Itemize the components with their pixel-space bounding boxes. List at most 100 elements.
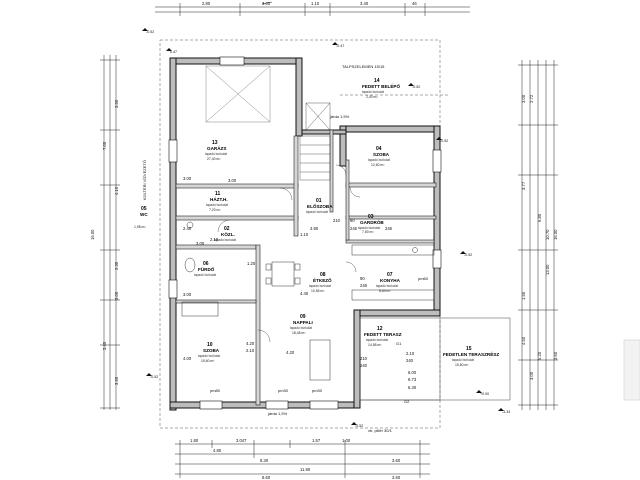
svg-text:14: 14: [374, 78, 380, 84]
svg-text:tapadó burkolat: tapadó burkolat: [362, 90, 384, 94]
svg-text:tapadó burkolat: tapadó burkolat: [306, 210, 328, 214]
room-konyha: 07 KONYHA tapadó burkolat 8,64 m²: [376, 272, 401, 293]
svg-text:11: 11: [215, 191, 221, 197]
dim-top-1: 2.80: [202, 1, 211, 6]
svg-text:09: 09: [300, 314, 306, 320]
garage-void: [205, 65, 271, 123]
inner-dim: 4.20: [246, 341, 255, 346]
inner-dim: 6.73: [408, 377, 417, 382]
inner-dim: 246: [385, 226, 393, 231]
viewer-side-panel[interactable]: [623, 339, 640, 401]
inner-dim: 246: [350, 226, 358, 231]
svg-text:18,48 m²: 18,48 m²: [292, 331, 306, 335]
dim-left-6: 3.00: [114, 291, 119, 300]
dim-bottom-1: 1.80: [190, 438, 199, 443]
svg-text:10: 10: [207, 342, 213, 348]
label-talpszelemen: TALPSZELEMEN 15/15: [342, 64, 385, 69]
dim-right-6: 16.00: [553, 229, 558, 240]
dim-bottom-7: 3.60: [392, 458, 401, 463]
level-marker: -3.34: [502, 410, 510, 414]
dim-left-7: 3.45: [102, 341, 107, 350]
dining-table: [265, 261, 301, 287]
dim-bottom-9: 8.60: [262, 475, 271, 480]
room-garazs: 13 GARÁZS tapadó burkolat 27,40 m²: [205, 140, 227, 161]
room-gardrob: 03 GARDRÓB tapadó burkolat 7,50 m²: [358, 214, 384, 234]
sofa: [309, 339, 331, 381]
inner-dim: 3.00: [196, 241, 205, 246]
level-marker: -0.52: [440, 139, 448, 143]
dim-right-10: 3.00: [529, 371, 534, 380]
inner-dim: 4.20: [286, 350, 295, 355]
svg-text:12: 12: [377, 326, 383, 332]
dim-top-3: 1.10: [311, 1, 320, 6]
dim-bottom-3: 1.57: [312, 438, 321, 443]
svg-text:NAPPALI: NAPPALI: [293, 320, 313, 325]
room-nappali: 09 NAPPALI tapadó burkolat 18,48 m²: [290, 314, 313, 335]
svg-text:07: 07: [387, 272, 393, 278]
svg-text:HÁZT.H.: HÁZT.H.: [210, 196, 228, 202]
inner-dim: 210: [333, 218, 341, 223]
svg-text:02: 02: [224, 226, 230, 232]
dim-right-7: 13.00: [545, 264, 550, 275]
svg-text:01: 01: [316, 198, 322, 204]
svg-text:ÉTKEZŐ: ÉTKEZŐ: [313, 276, 332, 283]
room-haztartas: 11 HÁZT.H. tapadó burkolat 7,20 m²: [206, 191, 228, 212]
inner-dim: 6.40: [408, 385, 417, 390]
door-swings: [217, 164, 361, 343]
dim-top-4: 3.40: [360, 1, 369, 6]
level-marker: -0.47: [336, 44, 344, 48]
window-openings: [168, 56, 442, 410]
svg-text:15,60 m²: 15,60 m²: [455, 363, 469, 367]
foundation-outline: [159, 39, 441, 429]
level-marker: -0.52: [464, 253, 472, 257]
svg-text:04: 04: [376, 146, 382, 152]
svg-text:FEDETLEN TERASZRÉSZ: FEDETLEN TERASZRÉSZ: [443, 350, 499, 357]
room-eloszoba: 01 ELŐSZOBA tapadó burkolat: [306, 198, 333, 214]
svg-text:08: 08: [320, 272, 326, 278]
inner-dim: 2.10: [406, 351, 415, 356]
inner-dim: 6.00: [408, 370, 417, 375]
dim-right-11: 5.20: [537, 351, 542, 360]
inner-dim: 246: [360, 283, 368, 288]
label-pm80: pm80: [210, 388, 221, 393]
inner-dim: 1.10: [300, 232, 309, 237]
dim-top-2: 3.00: [262, 1, 271, 6]
svg-text:1,98 m²: 1,98 m²: [134, 225, 146, 229]
terrace-outline: [359, 317, 511, 401]
label-jarda-bottom: járda 1,5%: [267, 411, 288, 416]
inner-dim: 210: [360, 356, 368, 361]
label-vb-piller: vb. pillér 30/1: [368, 428, 393, 433]
dim-right-12: 3.60: [553, 351, 558, 360]
inner-dim: 240: [360, 363, 368, 368]
room-fedetlen-teraszresz: 15 FEDETLEN TERASZRÉSZ tapadó burkolat 1…: [443, 346, 499, 367]
inner-dim: 3.00: [183, 292, 192, 297]
svg-text:tapadó burkolat: tapadó burkolat: [194, 273, 216, 277]
stair-area: [299, 102, 331, 181]
label-jarda-top: járda 1,5%: [329, 114, 350, 119]
svg-text:FEDETT TERASZ: FEDETT TERASZ: [364, 332, 402, 337]
dim-right-8: 1.55: [521, 291, 526, 300]
svg-text:13: 13: [212, 140, 218, 146]
svg-text:tapadó burkolat: tapadó burkolat: [452, 358, 474, 362]
dim-left-1: 3.50: [114, 99, 119, 108]
svg-text:tapadó burkolat: tapadó burkolat: [206, 203, 228, 207]
svg-text:tapadó burkolat: tapadó burkolat: [376, 284, 398, 288]
room-etkezo: 08 ÉTKEZŐ tapadó burkolat 10,56 m²: [309, 272, 332, 293]
dim-right-1: 3.00: [521, 94, 526, 103]
svg-text:12,60 m²: 12,60 m²: [371, 163, 385, 167]
inner-dim: 4.40: [300, 291, 309, 296]
inner-dim: 3.90: [310, 226, 319, 231]
dim-bottom-10: 3.60: [392, 475, 401, 480]
dim-left-4: 16.00: [90, 229, 95, 240]
dimensions-bottom: [175, 440, 430, 478]
label-pm30-b: pm30: [312, 388, 323, 393]
dim-right-2: 2.72: [529, 94, 534, 103]
label-pm60: pm60: [418, 276, 429, 281]
svg-text:15: 15: [466, 346, 472, 352]
svg-text:ELŐSZOBA: ELŐSZOBA: [307, 203, 333, 209]
room-kozl: 02 KÖZL. tapadó burkolat: [214, 226, 236, 242]
inner-dim: 3.00: [228, 178, 237, 183]
label-pm30-a: pm30: [278, 388, 289, 393]
